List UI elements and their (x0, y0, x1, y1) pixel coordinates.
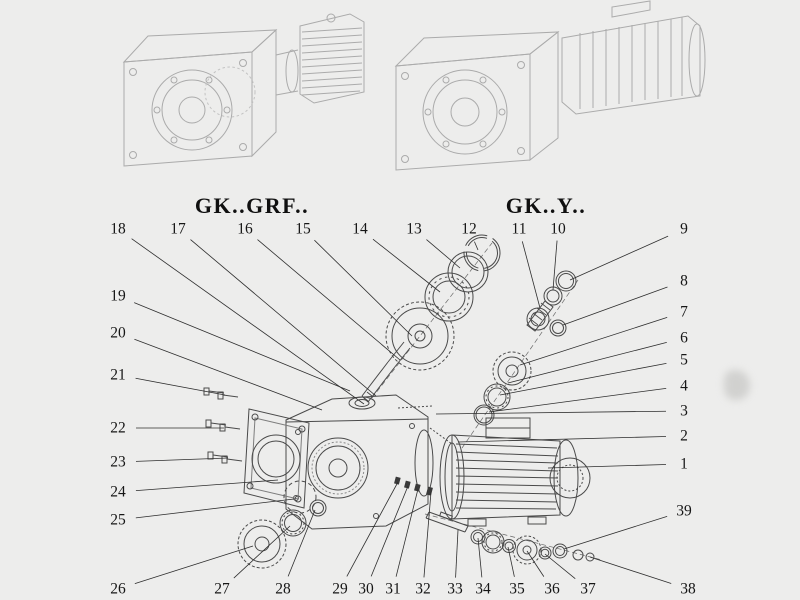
part-callout-14: 14 (352, 220, 368, 238)
part-callout-5: 5 (680, 351, 688, 369)
part-callout-27: 27 (214, 580, 230, 598)
gearbox-housing (285, 394, 453, 530)
leader-line-17 (190, 239, 377, 397)
leader-line-36 (526, 550, 545, 577)
part-callout-10: 10 (550, 220, 566, 238)
leader-line-10 (552, 240, 558, 291)
leader-line-5 (499, 362, 667, 396)
leader-line-1 (547, 464, 667, 469)
leader-line-32 (423, 491, 432, 578)
leader-line-16 (257, 239, 401, 361)
leader-line-18 (131, 238, 365, 405)
part-callout-26: 26 (110, 580, 126, 598)
leader-line-26 (134, 545, 254, 585)
input-gear-stack (361, 234, 501, 403)
leader-line-4 (488, 387, 667, 413)
part-callout-1: 1 (680, 455, 688, 473)
leader-line-28 (287, 509, 316, 577)
part-callout-16: 16 (237, 220, 253, 238)
leader-line-20 (134, 338, 323, 411)
leader-line-29 (346, 481, 399, 577)
leader-line-27 (233, 525, 291, 579)
leader-line-11 (521, 241, 541, 309)
part-callout-39: 39 (676, 502, 692, 520)
leader-line-38 (589, 556, 672, 584)
mounting-flange-plate (243, 408, 310, 509)
leader-lines-layer (131, 235, 672, 585)
watermark-smudge (724, 370, 750, 400)
assembled-view-gk-grf (122, 13, 365, 167)
part-callout-22: 22 (110, 419, 126, 437)
leader-line-23 (135, 457, 229, 462)
part-callout-21: 21 (110, 366, 126, 384)
part-callout-24: 24 (110, 483, 126, 501)
part-callout-18: 18 (110, 220, 126, 238)
electric-motor (439, 417, 591, 527)
part-callout-15: 15 (295, 220, 311, 238)
leader-line-24 (135, 479, 279, 492)
part-callout-23: 23 (110, 453, 126, 471)
leader-line-19 (134, 302, 351, 392)
leader-line-34 (477, 537, 483, 578)
leader-line-8 (562, 286, 668, 326)
part-callout-17: 17 (170, 220, 186, 238)
exploded-view (203, 234, 603, 569)
pinion-shaft-stack (526, 270, 577, 337)
part-callout-32: 32 (415, 580, 431, 598)
part-callout-3: 3 (680, 402, 688, 420)
leader-line-9 (569, 235, 669, 281)
leader-line-7 (519, 317, 668, 366)
part-callout-34: 34 (475, 580, 491, 598)
variant-title-gk-y: GK..Y.. (505, 193, 587, 218)
leader-line-35 (507, 546, 515, 577)
part-callout-28: 28 (275, 580, 291, 598)
part-callout-8: 8 (680, 272, 688, 290)
part-callout-2: 2 (680, 427, 688, 445)
leader-line-31 (395, 488, 419, 577)
part-callout-35: 35 (509, 580, 525, 598)
part-callout-9: 9 (680, 220, 688, 238)
part-callout-29: 29 (332, 580, 348, 598)
leader-line-13 (426, 239, 461, 269)
assembly-axis-lines (371, 242, 603, 561)
leader-line-25 (135, 498, 295, 519)
leader-line-33 (455, 529, 459, 578)
output-gear-and-bearings (237, 480, 327, 569)
part-callout-6: 6 (680, 329, 688, 347)
part-callout-33: 33 (447, 580, 463, 598)
leader-line-21 (135, 377, 226, 396)
leader-line-6 (507, 342, 667, 384)
part-callout-19: 19 (110, 287, 126, 305)
part-callout-38: 38 (680, 580, 696, 598)
motor-mounting-fasteners (394, 476, 433, 496)
part-callout-13: 13 (406, 220, 422, 238)
leader-line-15 (314, 239, 413, 337)
part-callout-31: 31 (385, 580, 401, 598)
part-callout-20: 20 (110, 324, 126, 342)
part-callout-30: 30 (358, 580, 374, 598)
variant-title-gk-grf: GK..GRF.. (194, 193, 310, 218)
part-callout-37: 37 (580, 580, 596, 598)
part-callout-12: 12 (461, 220, 477, 238)
leader-line-37 (544, 553, 576, 579)
part-callout-4: 4 (680, 377, 688, 395)
part-callout-25: 25 (110, 511, 126, 529)
flange-bolt-set (203, 387, 243, 464)
leader-line-30 (370, 485, 409, 577)
intermediate-gear-stack (473, 351, 532, 426)
part-callout-7: 7 (680, 303, 688, 321)
part-callout-11: 11 (511, 220, 527, 238)
leader-line-12 (474, 241, 479, 251)
output-shaft-assembly (425, 511, 595, 565)
leader-line-39 (563, 515, 668, 550)
assembled-view-gk-y (394, 0, 706, 171)
leader-line-2 (457, 436, 667, 443)
leader-line-3 (435, 410, 667, 415)
part-callout-36: 36 (544, 580, 560, 598)
leader-line-14 (372, 238, 441, 293)
